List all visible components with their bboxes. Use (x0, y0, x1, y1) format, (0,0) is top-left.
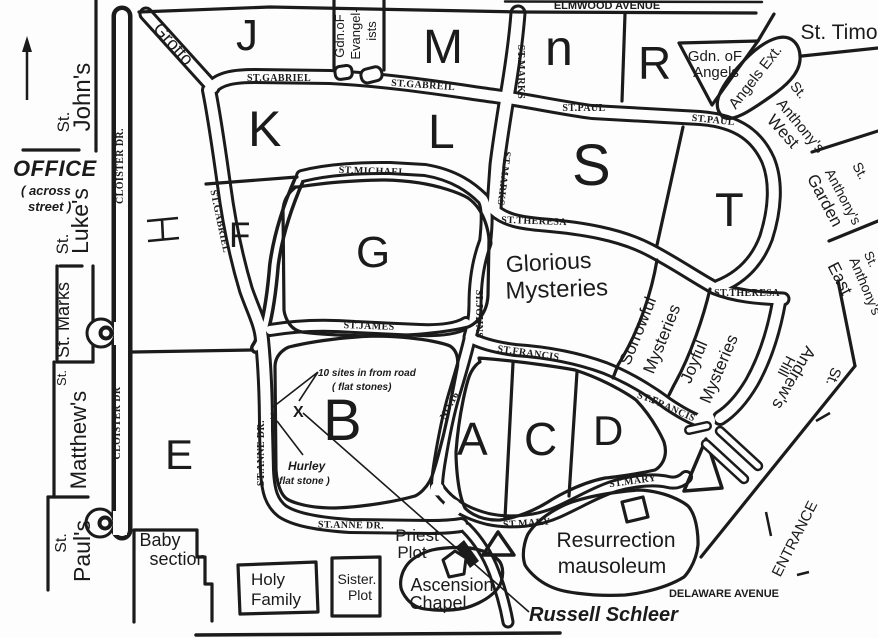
svg-text:St.: St. (54, 112, 73, 133)
svg-text:Angels: Angels (693, 64, 739, 81)
svg-text:St.: St. (53, 234, 72, 255)
svg-text:F: F (229, 216, 250, 255)
svg-text:St.: St. (53, 533, 70, 553)
svg-text:St.: St. (849, 159, 871, 182)
svg-text:M: M (423, 21, 463, 74)
svg-text:Priest: Priest (395, 526, 439, 545)
svg-text:section: section (149, 549, 206, 569)
svg-text:Resurrection: Resurrection (556, 529, 675, 552)
svg-text:x: x (270, 411, 276, 422)
svg-text:T: T (715, 183, 744, 236)
svg-text:ST.GABRIEL: ST.GABRIEL (247, 73, 311, 84)
svg-text:CLOISTER DR: CLOISTER DR (112, 386, 123, 459)
svg-text:Paul's: Paul's (69, 520, 95, 582)
svg-text:street ): street ) (28, 199, 71, 214)
svg-text:St.: St. (822, 365, 844, 388)
svg-text:E: E (165, 431, 193, 478)
svg-text:( across: ( across (21, 183, 71, 198)
svg-text:Mysteries: Mysteries (505, 274, 609, 305)
svg-text:Hurley: Hurley (288, 459, 327, 473)
svg-text:10 sites in from road: 10 sites in from road (318, 368, 417, 379)
svg-text:St.: St. (54, 370, 69, 386)
svg-text:ST.THERESA: ST.THERESA (501, 215, 568, 228)
svg-text:X: X (293, 404, 304, 421)
svg-text:ST.ANNE DR.: ST.ANNE DR. (256, 420, 267, 486)
svg-text:ST.MARY: ST.MARY (503, 516, 552, 530)
svg-text:ST.GABREIL: ST.GABREIL (391, 78, 456, 93)
svg-text:Matthew's: Matthew's (66, 391, 91, 489)
svg-text:ST.JAMES: ST.JAMES (343, 320, 394, 333)
svg-text:ST.THERESA: ST.THERESA (714, 288, 780, 299)
svg-text:DELAWARE AVENUE: DELAWARE AVENUE (669, 588, 779, 600)
svg-text:Glorious: Glorious (505, 247, 592, 277)
svg-text:D: D (593, 407, 623, 454)
svg-text:Plot: Plot (348, 587, 372, 603)
svg-text:A: A (457, 413, 488, 465)
svg-text:Chapel: Chapel (409, 593, 466, 613)
svg-text:ists: ists (364, 21, 379, 41)
svg-text:K: K (248, 101, 281, 157)
svg-text:Luke's: Luke's (67, 188, 93, 254)
svg-text:Evangel-: Evangel- (348, 8, 363, 59)
svg-text:SI.JOHNS: SI.JOHNS (473, 290, 484, 339)
svg-text:John's: John's (69, 63, 96, 132)
svg-text:( flat stone ): ( flat stone ) (273, 476, 330, 487)
svg-text:J: J (236, 11, 258, 60)
svg-text:Gdn.oF: Gdn.oF (332, 14, 347, 57)
svg-text:mausoleum: mausoleum (558, 555, 667, 578)
svg-text:Ascension: Ascension (410, 575, 493, 595)
svg-text:Baby: Baby (139, 530, 180, 550)
svg-text:R: R (638, 37, 671, 89)
svg-text:G: G (356, 228, 390, 277)
svg-text:Family: Family (251, 590, 302, 609)
svg-text:( flat stones): ( flat stones) (332, 382, 392, 393)
svg-text:St. Timo: St. Timo (800, 21, 877, 44)
svg-text:OFFICE: OFFICE (13, 156, 97, 181)
svg-text:ST.PAUL: ST.PAUL (562, 103, 605, 114)
svg-text:B: B (323, 388, 362, 453)
svg-text:ST.ANNE DR.: ST.ANNE DR. (318, 519, 384, 531)
svg-text:S: S (572, 133, 611, 198)
svg-text:ELMWOOD AVENUE: ELMWOOD AVENUE (554, 0, 660, 12)
svg-text:St. Marks: St. Marks (53, 282, 73, 358)
svg-text:L: L (428, 106, 455, 159)
svg-text:CLOISTER DR.: CLOISTER DR. (115, 128, 126, 204)
svg-text:Sister.: Sister. (338, 571, 377, 587)
svg-text:ST.PAUL: ST.PAUL (691, 113, 735, 128)
svg-text:ST.MICHAEL: ST.MICHAEL (338, 165, 405, 178)
svg-text:n: n (545, 20, 573, 76)
svg-text:Gdn. oF: Gdn. oF (688, 48, 742, 65)
svg-text:Russell Schleer: Russell Schleer (529, 604, 679, 626)
svg-text:Plot: Plot (397, 543, 427, 562)
svg-text:C: C (524, 413, 557, 465)
svg-text:ST.MARKS: ST.MARKS (515, 45, 526, 99)
svg-text:Holy: Holy (251, 570, 286, 589)
